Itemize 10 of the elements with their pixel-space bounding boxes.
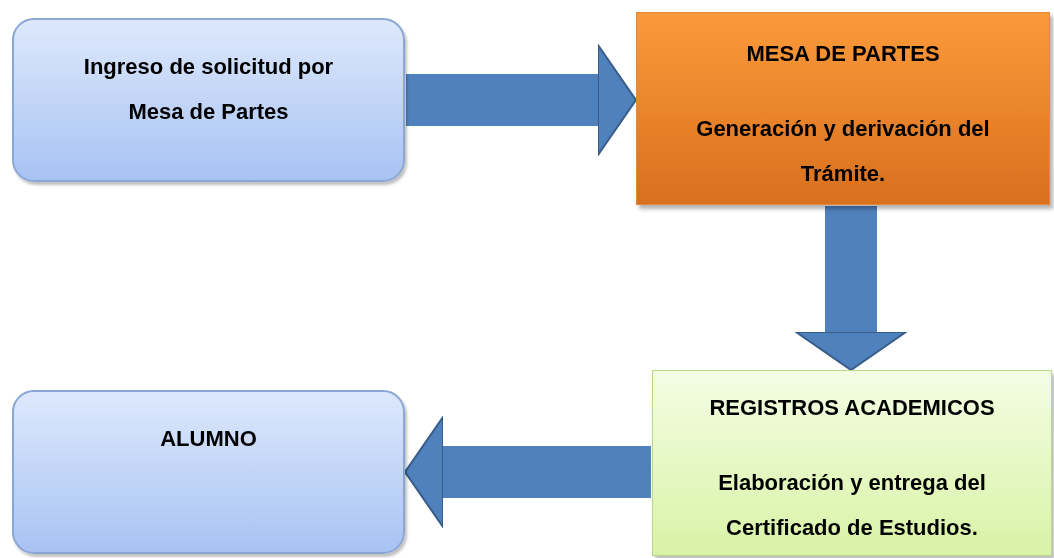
box-text: Ingreso de solicitud por Mesa de Partes [82,53,335,126]
box-text: Generación y derivación del Trámite. [695,115,991,188]
process-box [636,12,1050,205]
process-box [652,370,1052,556]
box-text: Elaboración y entrega del Certificado de Estudios. [717,469,987,542]
box-heading: REGISTROS ACADEMICOS [709,394,995,422]
process-box [12,390,405,554]
process-box [12,18,405,182]
box-heading: MESA DE PARTES [746,40,940,68]
box-text: ALUMNO [160,425,257,453]
